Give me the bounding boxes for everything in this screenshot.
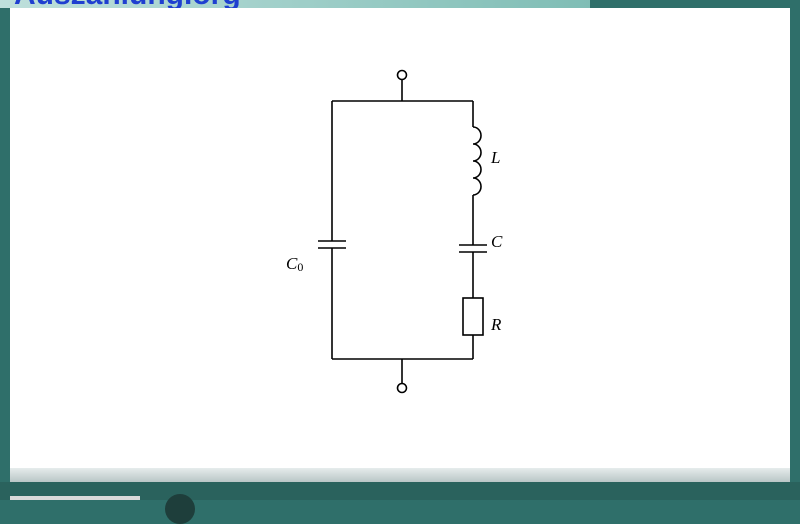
bottom-round-control	[165, 494, 195, 524]
shunt-capacitor-label-main: C	[286, 254, 298, 273]
circuit-diagram: L C R C0	[286, 69, 503, 394]
header-strip: Auszahlung.org	[0, 0, 590, 8]
inductor-coil	[472, 126, 482, 196]
inductor-label: L	[490, 148, 500, 167]
shunt-capacitor-label-sub: 0	[297, 260, 303, 274]
bottom-terminal	[396, 382, 408, 394]
bottom-thumbnail	[10, 496, 140, 500]
resistor-body	[462, 297, 484, 336]
resistor-label: R	[490, 315, 502, 334]
shunt-capacitor-label: C0	[286, 254, 303, 274]
bottom-frame	[0, 482, 800, 500]
top-terminal	[396, 69, 408, 81]
header-title: Auszahlung.org	[14, 0, 241, 8]
capacitor-label: C	[491, 232, 503, 251]
bottom-toolbar	[10, 468, 790, 482]
